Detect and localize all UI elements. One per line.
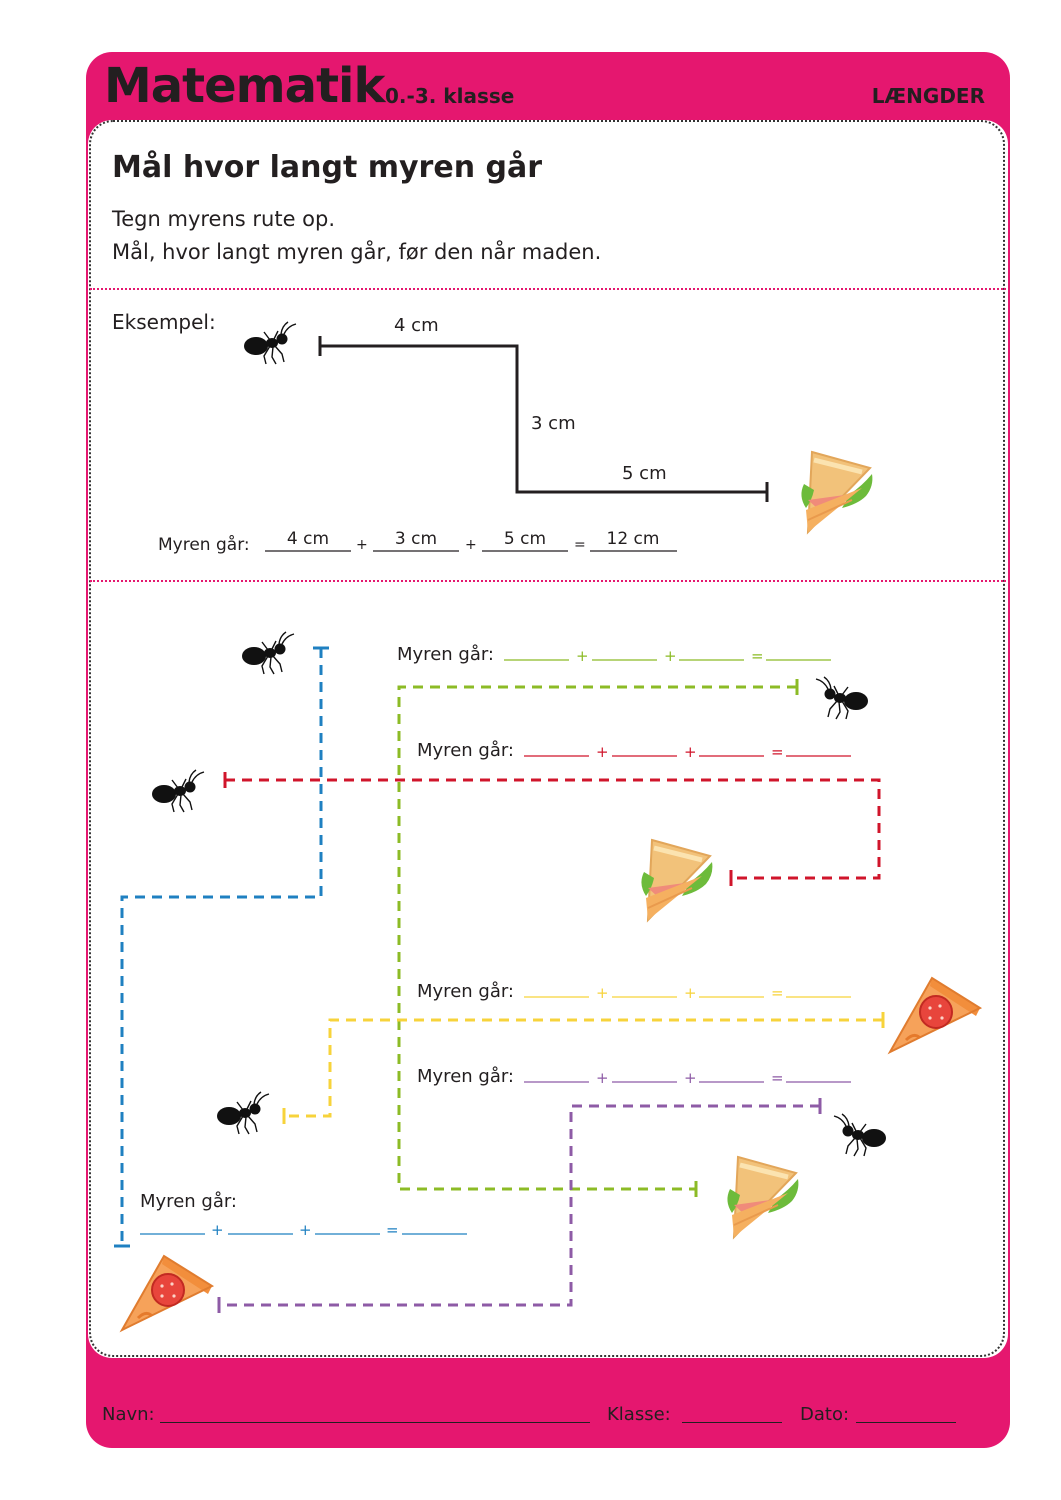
exercise-label-blue: Myren går: [140,1191,237,1212]
equals-sign: = [771,1069,784,1087]
date-field[interactable] [856,1422,956,1423]
plus-sign: + [684,984,697,1002]
plus-sign: + [684,743,697,761]
plus-sign: + [596,984,609,1002]
example-answer: 5 cm [503,529,547,549]
instruction-line-1: Tegn myrens rute op. [112,207,336,231]
worksheet-panel [88,120,1008,1358]
sandwich-icon [641,840,712,920]
ant-icon [216,1091,270,1135]
instruction-line-2: Mål, hvor langt myren går, før den når m… [112,240,602,264]
example-segment-label: 5 cm [622,463,667,484]
name-field[interactable] [160,1422,590,1423]
equals-sign: = [771,743,784,761]
section-divider [90,288,1006,290]
task-heading: Mål hvor langt myren går [112,150,543,185]
class-label: Klasse: [607,1404,671,1425]
purple-route [217,1098,822,1313]
exercise-label-red: Myren går: [417,740,514,761]
exercise-label-purple: Myren går: [417,1066,514,1087]
plus-sign: + [664,647,677,665]
ant-icon [815,676,869,720]
date-label: Dato: [800,1404,850,1425]
topic-label: LÆNGDER [871,84,985,108]
ant-icon [833,1113,887,1157]
example-total: 12 cm [606,529,660,549]
plus-sign: + [596,1069,609,1087]
plus-sign: + [356,537,368,553]
equals-sign: = [574,537,586,553]
example-answer: 4 cm [286,529,330,549]
exercise-label-yellow: Myren går: [417,981,514,1002]
section-divider [90,580,1006,582]
pizza-icon [888,976,982,1054]
equals-sign: = [771,984,784,1002]
name-label: Navn: [102,1404,155,1425]
green-route [397,679,799,1197]
ant-icon [151,769,205,813]
plus-sign: + [684,1069,697,1087]
exercise-label-green: Myren går: [397,644,494,665]
sandwich-icon [801,452,872,532]
plus-sign: + [211,1221,224,1239]
equals-sign: = [751,647,764,665]
ant-icon [241,631,295,675]
plus-sign: + [596,743,609,761]
blue-route [114,646,329,1248]
example-answer: 3 cm [394,529,438,549]
sandwich-icon [727,1157,798,1237]
red-route [223,772,881,886]
yellow-route [282,1012,885,1124]
pizza-icon [120,1254,214,1332]
example-label: Eksempel: [112,310,216,334]
equals-sign: = [386,1221,399,1239]
example-segment-label: 3 cm [531,413,576,434]
ant-icon [243,321,297,365]
plus-sign: + [465,537,477,553]
plus-sign: + [299,1221,312,1239]
example-segment-label: 4 cm [394,315,439,336]
class-field[interactable] [682,1422,782,1423]
plus-sign: + [576,647,589,665]
grade-label: 0.-3. klasse [385,84,515,108]
worksheet-title: Matematik [104,58,385,114]
example-route [318,336,769,502]
example-sum-label: Myren går: [158,535,250,555]
